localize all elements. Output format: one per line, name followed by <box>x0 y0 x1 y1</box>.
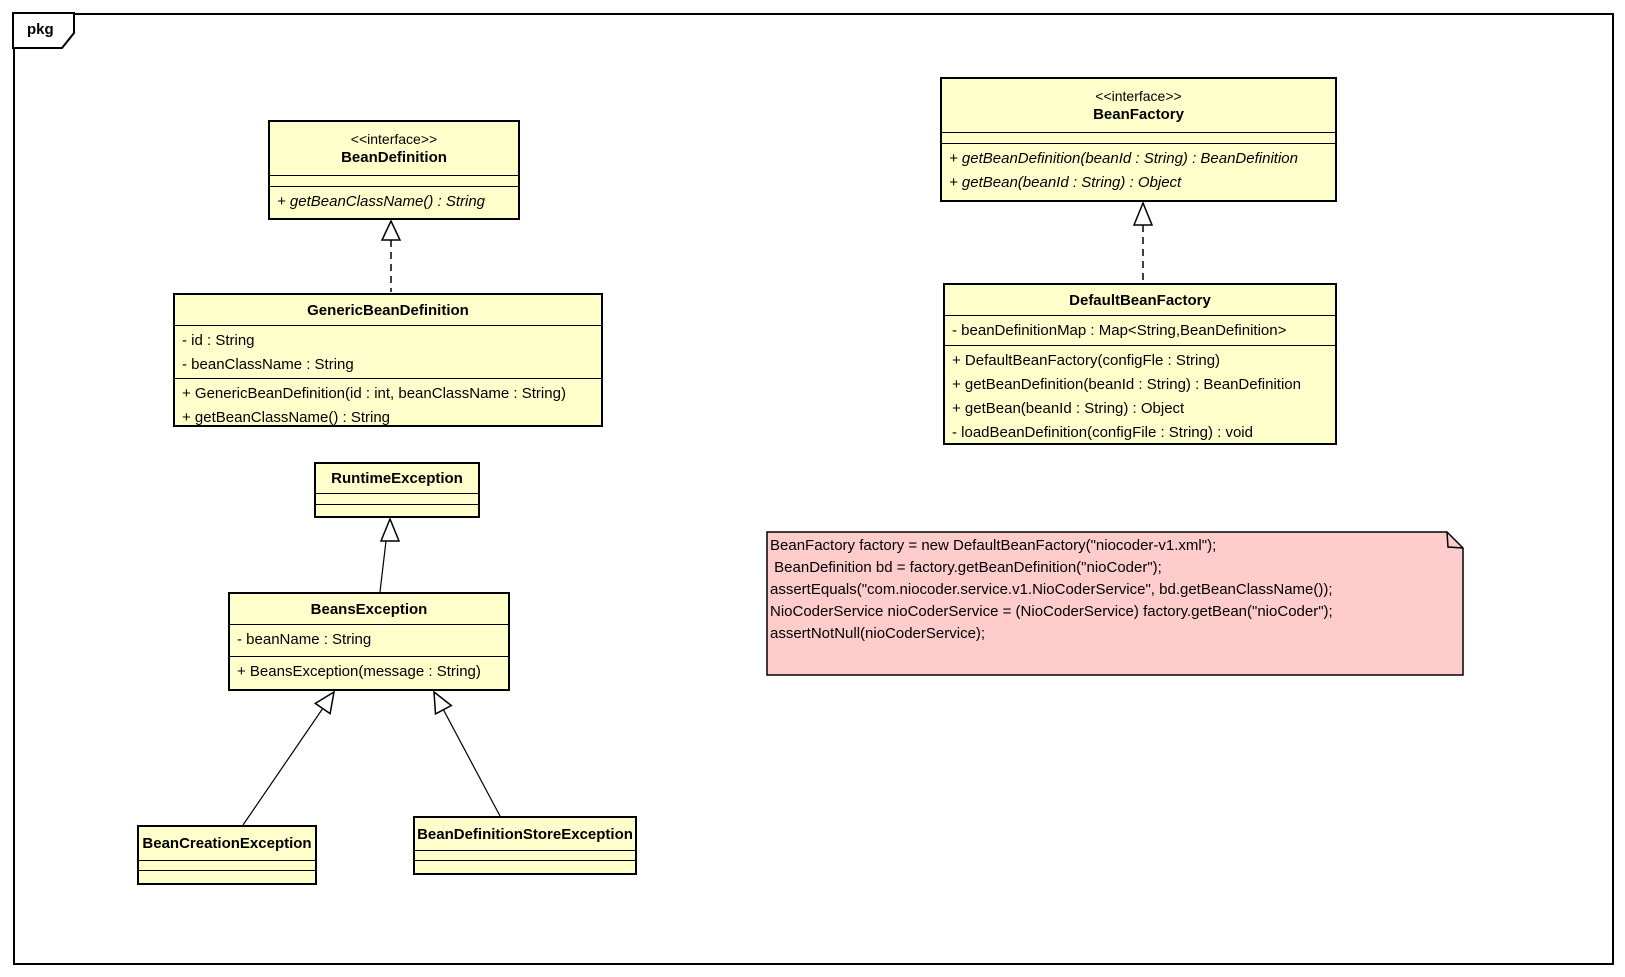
class-name: BeanFactory <box>1093 106 1184 123</box>
class-bean-definition-store-exception[interactable]: BeanDefinitionStoreException <box>413 816 637 875</box>
attributes-compartment <box>316 493 478 504</box>
operations-compartment <box>139 870 315 883</box>
class-name: BeanDefinition <box>341 149 447 166</box>
operation: + getBeanDefinition(beanId : String) : B… <box>949 150 1298 167</box>
code-note: BeanFactory factory = new DefaultBeanFac… <box>770 535 1446 645</box>
operation: + getBeanClassName() : String <box>182 409 391 425</box>
package-tab-shape <box>12 12 75 49</box>
operation: + GenericBeanDefinition(id : int, beanCl… <box>182 385 566 402</box>
attribute: - beanClassName : String <box>182 356 354 373</box>
generalization-beansexception-runtimeexception[interactable] <box>379 517 401 593</box>
class-default-bean-factory[interactable]: DefaultBeanFactory - beanDefinitionMap :… <box>943 283 1337 445</box>
class-name: BeansException <box>310 600 428 618</box>
operations-compartment: + DefaultBeanFactory(configFle : String)… <box>945 345 1335 443</box>
realization-defaultbeanfactory-beanfactory[interactable] <box>1132 201 1154 282</box>
class-name: BeanDefinitionStoreException <box>417 825 633 843</box>
class-name: GenericBeanDefinition <box>307 301 469 319</box>
operation: + DefaultBeanFactory(configFle : String) <box>952 352 1221 369</box>
note-line: BeanDefinition bd = factory.getBeanDefin… <box>770 559 1162 576</box>
attributes-compartment: - id : String - beanClassName : String <box>175 325 601 378</box>
class-name: BeanCreationException <box>142 835 312 852</box>
class-header: <<interface>> BeanDefinition <box>270 122 518 175</box>
class-bean-definition[interactable]: <<interface>> BeanDefinition + getBeanCl… <box>268 120 520 220</box>
attribute: - id : String <box>182 332 255 349</box>
note-line: BeanFactory factory = new DefaultBeanFac… <box>770 537 1217 554</box>
diagram-frame <box>13 13 1614 965</box>
attributes-compartment <box>270 175 518 186</box>
operations-compartment <box>316 504 478 516</box>
class-header: <<interface>> BeanFactory <box>942 79 1335 132</box>
operation: + getBean(beanId : String) : Object <box>952 400 1185 417</box>
class-header: BeanDefinitionStoreException <box>415 818 635 850</box>
attribute: - beanName : String <box>237 631 372 648</box>
operations-compartment: + BeansException(message : String) <box>230 656 508 689</box>
class-header: GenericBeanDefinition <box>175 295 601 325</box>
class-bean-creation-exception[interactable]: BeanCreationException <box>137 825 317 885</box>
generalization-beandefinitionstoreexception-beansexception[interactable] <box>433 690 501 817</box>
class-generic-bean-definition[interactable]: GenericBeanDefinition - id : String - be… <box>173 293 603 427</box>
class-header: RuntimeException <box>316 464 478 493</box>
operations-compartment: + getBeanDefinition(beanId : String) : B… <box>942 143 1335 200</box>
attributes-compartment <box>415 850 635 860</box>
operations-compartment <box>415 860 635 873</box>
class-header: BeansException <box>230 594 508 624</box>
code-note-shape[interactable] <box>766 531 1464 676</box>
operation: + BeansException(message : String) <box>237 663 481 680</box>
attributes-compartment <box>139 860 315 870</box>
operation: + getBeanDefinition(beanId : String) : B… <box>952 376 1301 393</box>
stereotype-label: <<interface>> <box>350 131 438 147</box>
class-runtime-exception[interactable]: RuntimeException <box>314 462 480 518</box>
stereotype-label: <<interface>> <box>1095 88 1182 104</box>
note-line: NioCoderService nioCoderService = (NioCo… <box>770 603 1333 620</box>
class-header: BeanCreationException <box>139 827 315 860</box>
attributes-compartment: - beanName : String <box>230 624 508 656</box>
class-header: DefaultBeanFactory <box>945 285 1335 315</box>
operation: + getBean(beanId : String) : Object <box>949 174 1182 191</box>
note-line: assertEquals("com.niocoder.service.v1.Ni… <box>770 581 1333 598</box>
generalization-beancreationexception-beansexception[interactable] <box>242 690 336 826</box>
attribute: - beanDefinitionMap : Map<String,BeanDef… <box>952 322 1287 339</box>
operation: - loadBeanDefinition(configFile : String… <box>952 424 1253 441</box>
attributes-compartment: - beanDefinitionMap : Map<String,BeanDef… <box>945 315 1335 345</box>
operation: + getBeanClassName() : String <box>277 193 486 210</box>
class-beans-exception[interactable]: BeansException - beanName : String + Bea… <box>228 592 510 691</box>
class-name: DefaultBeanFactory <box>1069 291 1211 309</box>
class-bean-factory[interactable]: <<interface>> BeanFactory + getBeanDefin… <box>940 77 1337 202</box>
operations-compartment: + getBeanClassName() : String <box>270 186 518 218</box>
class-name: RuntimeException <box>331 470 463 487</box>
realization-genericbeandefinition-beandefinition[interactable] <box>380 219 402 292</box>
package-tab-label: pkg <box>27 21 54 38</box>
attributes-compartment <box>942 132 1335 143</box>
operations-compartment: + GenericBeanDefinition(id : int, beanCl… <box>175 378 601 425</box>
note-line: assertNotNull(nioCoderService); <box>770 625 986 642</box>
